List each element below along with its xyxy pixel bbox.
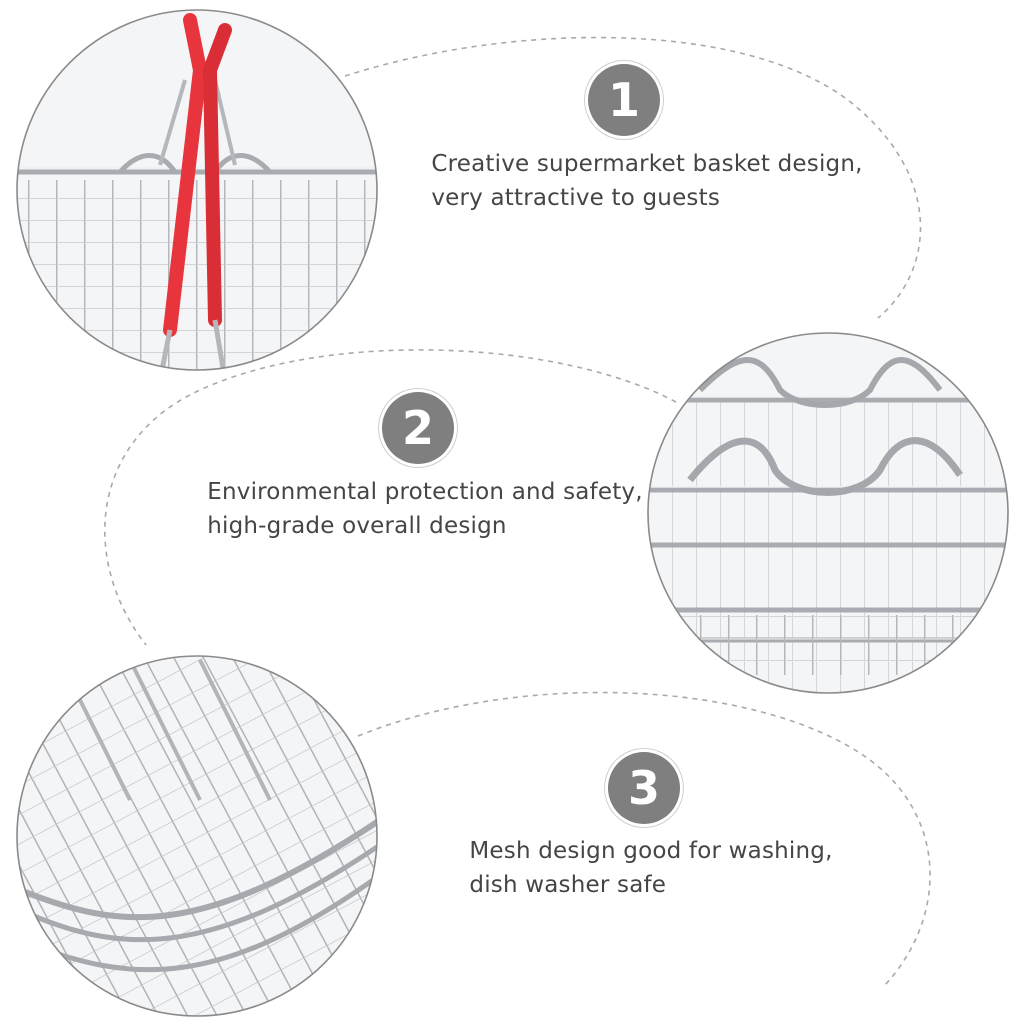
feature-number-badge-3: 3: [608, 752, 680, 824]
basket-handle-closeup-photo: [16, 9, 378, 371]
basket-rim-closeup-photo: [647, 332, 1009, 694]
feature-number-badge-1: 1: [588, 64, 660, 136]
feature-number-badge-2: 2: [382, 392, 454, 464]
dashed-arc-3: [357, 691, 931, 986]
basket-mesh-closeup-photo: [16, 655, 378, 1017]
dashed-arc-2: [104, 349, 677, 646]
feature-caption-1-line-2: very attractive to guests: [431, 185, 721, 211]
feature-caption-3-line-2: dish washer safe: [469, 872, 667, 898]
feature-caption-1-line-1: Creative supermarket basket design,: [431, 151, 863, 177]
feature-caption-2: Environmental protection and safety, hig…: [207, 475, 643, 543]
feature-caption-3-line-1: Mesh design good for washing,: [469, 838, 833, 864]
feature-caption-1: Creative supermarket basket design, very…: [431, 147, 862, 215]
feature-caption-3: Mesh design good for washing, dish washe…: [469, 834, 832, 902]
feature-caption-2-line-1: Environmental protection and safety,: [207, 479, 643, 505]
feature-caption-2-line-2: high-grade overall design: [207, 513, 507, 539]
dashed-arc-1: [344, 36, 922, 319]
